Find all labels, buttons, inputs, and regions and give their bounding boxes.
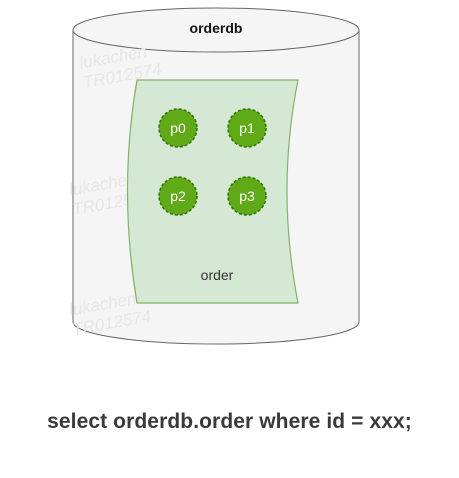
- sql-query: select orderdb.order where id = xxx;: [47, 410, 412, 433]
- database-cylinder-top: [72, 7, 360, 53]
- partition-label: p0: [170, 120, 186, 136]
- partition-label: p1: [239, 120, 255, 136]
- partition-p1: p1: [227, 108, 267, 148]
- partition-label: p2: [170, 188, 186, 204]
- database-name: orderdb: [190, 20, 243, 36]
- partition-p3: p3: [227, 176, 267, 216]
- partition-p0: p0: [158, 108, 198, 148]
- table-name: order: [201, 267, 234, 283]
- partition-p2: p2: [158, 176, 198, 216]
- partition-label: p3: [239, 188, 255, 204]
